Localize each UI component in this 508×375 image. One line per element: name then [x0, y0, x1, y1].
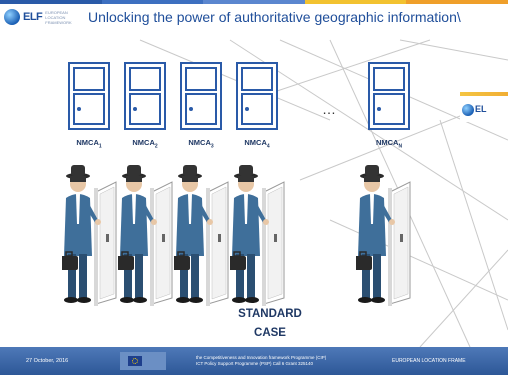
nmca-label: NMCAN [359, 138, 419, 150]
slide-footer: 27 October, 2016 the Competitiveness and… [0, 347, 508, 375]
logo-text: ELF [23, 11, 43, 23]
logo-subtext: EUROPEAN LOCATION FRAMEWORK [45, 9, 72, 25]
nmca-label-text: NMCA [375, 138, 399, 147]
nmca-label-subscript: 3 [210, 143, 214, 150]
nmca-label: NMCA2 [115, 138, 175, 150]
nmca-label: NMCA1 [59, 138, 119, 150]
programme-line-1: the Competitiveness and Innovation frame… [196, 355, 327, 360]
standard-case-caption: STANDARD CASE [230, 305, 310, 343]
footer-right-text: EUROPEAN LOCATION FRAME [392, 358, 466, 364]
nmca-label-subscript: 4 [266, 143, 270, 150]
overlapping-slide-thumbnail: EL [460, 92, 508, 122]
footer-programme: the Competitiveness and Innovation frame… [196, 355, 326, 367]
caption-line-1: STANDARD [238, 308, 302, 320]
slide-title: Unlocking the power of authoritative geo… [88, 9, 461, 25]
header-color-bar [0, 0, 508, 4]
nmca-label-text: NMCA [132, 138, 155, 147]
businessman-at-door-icon [230, 165, 285, 306]
globe-icon [4, 9, 20, 25]
overlay-logo-text: EL [475, 104, 487, 114]
nmca-label: NMCA3 [171, 138, 231, 150]
door-icon [368, 62, 410, 130]
programme-line-2: ICT Policy Support Programme (PSP) Call … [196, 361, 313, 366]
businessman-at-door-icon [356, 165, 411, 306]
ellipsis: … [322, 101, 337, 117]
door-icon [180, 62, 222, 130]
nmca-label-text: NMCA [244, 138, 267, 147]
nmca-label: NMCA4 [227, 138, 287, 150]
nmca-label-subscript: N [398, 143, 403, 150]
door-icon [68, 62, 110, 130]
slide-header: ELF EUROPEAN LOCATION FRAMEWORK Unlockin… [0, 0, 508, 36]
nmca-label-text: NMCA [76, 138, 99, 147]
footer-date: 27 October, 2016 [26, 358, 69, 364]
door-icon [236, 62, 278, 130]
door-icon [124, 62, 166, 130]
elf-logo: ELF EUROPEAN LOCATION FRAMEWORK [4, 9, 72, 25]
caption-line-2: CASE [254, 327, 286, 339]
businessman-at-door-icon [118, 165, 173, 306]
globe-icon [462, 104, 474, 116]
overlay-color-bar [460, 92, 508, 96]
businessman-at-door-icon [62, 165, 117, 306]
eu-flag-icon [128, 356, 142, 366]
nmca-label-text: NMCA [188, 138, 211, 147]
nmca-label-subscript: 2 [154, 143, 158, 150]
businessman-at-door-icon [174, 165, 229, 306]
nmca-label-subscript: 1 [98, 143, 102, 150]
eu-flag-logo [120, 352, 166, 370]
